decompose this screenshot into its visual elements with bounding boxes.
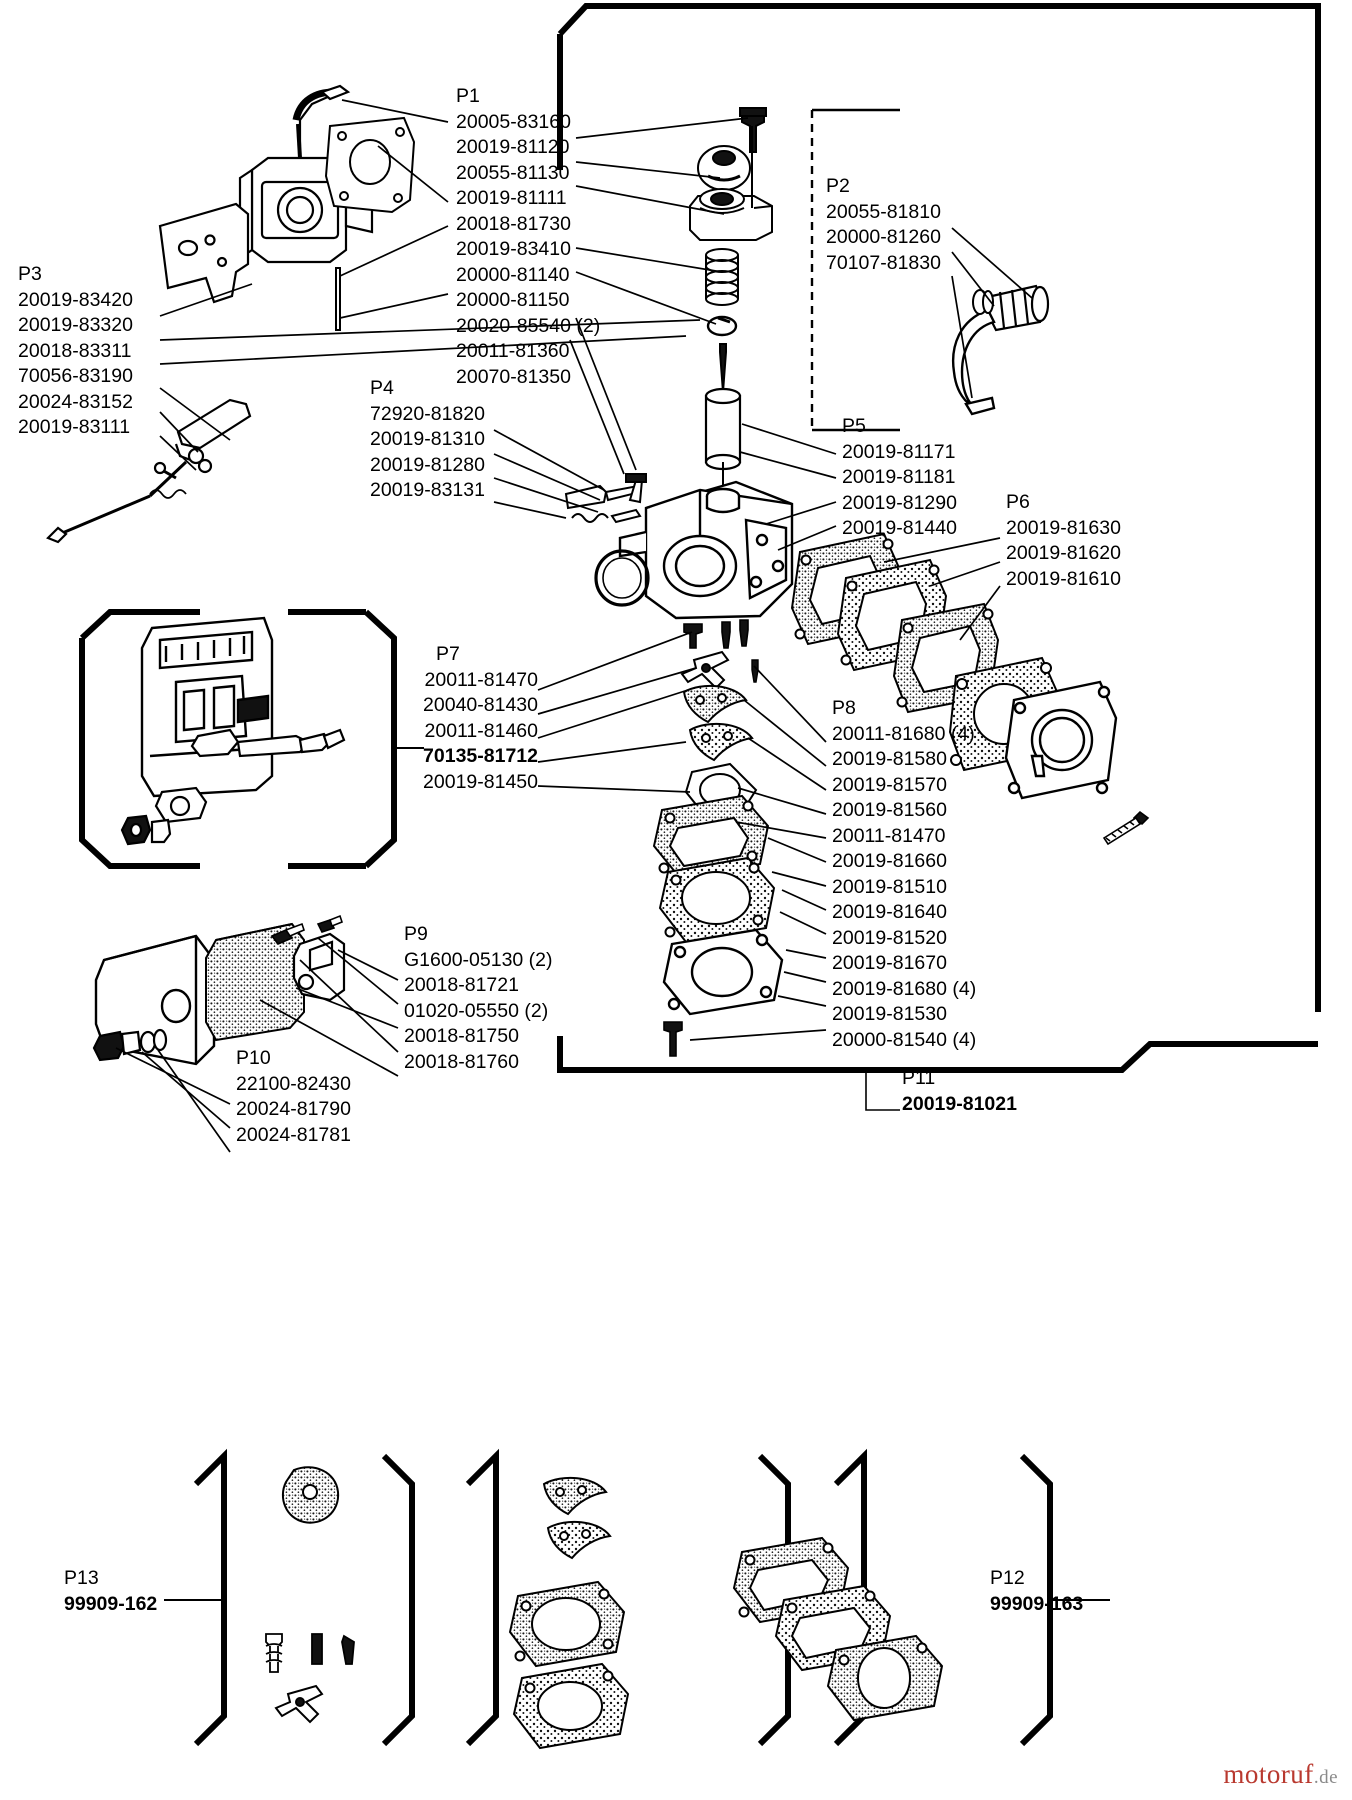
part-number: 20019-81450 <box>423 770 538 793</box>
part-number: 20019-83111 <box>18 416 131 438</box>
part-number: 20019-81120 <box>456 136 570 158</box>
part-number: 20019-81630 <box>1006 516 1121 539</box>
part-number: 20018-81721 <box>404 974 519 996</box>
watermark-brand: motoruf <box>1223 1759 1314 1789</box>
part-number: 20018-81750 <box>404 1025 519 1047</box>
group-p2-label: P2 <box>826 175 850 197</box>
group-p1-label: P1 <box>456 85 480 107</box>
part-number: 22100-82430 <box>236 1072 351 1095</box>
group-p13-label: P13 <box>64 1567 99 1589</box>
group-p4: P4 72920-81820 20019-81310 20019-81280 2… <box>370 376 485 504</box>
part-number: 20019-83320 <box>18 314 133 336</box>
group-p11: P11 20019-81021 <box>902 1066 1017 1117</box>
group-p5-label: P5 <box>842 415 866 437</box>
part-number: 20019-81510 <box>832 875 947 898</box>
group-p9: P9 G1600-05130 (2) 20018-81721 01020-055… <box>404 922 553 1075</box>
group-p3: P3 20019-83420 20019-83320 20018-83311 7… <box>18 262 133 441</box>
group-p10: P10 22100-82430 20024-81790 20024-81781 <box>236 1046 351 1148</box>
part-number: 20019-81670 <box>832 952 947 974</box>
part-number: 20070-81350 <box>456 365 571 388</box>
part-number: 20024-81781 <box>236 1123 351 1146</box>
part-number: 20019-81680 (4) <box>832 977 977 1000</box>
group-p5: P5 20019-81171 20019-81181 20019-81290 2… <box>842 414 957 542</box>
part-number: 01020-05550 (2) <box>404 999 549 1022</box>
part-number: 20019-81440 <box>842 517 957 539</box>
group-p6: P6 20019-81630 20019-81620 20019-81610 <box>1006 490 1121 592</box>
part-number: 20019-81560 <box>832 799 947 821</box>
group-p12: P12 99909-163 <box>990 1566 1083 1617</box>
part-number: 20019-81660 <box>832 850 947 872</box>
group-p4-label: P4 <box>370 377 394 399</box>
part-number: 20019-81280 <box>370 453 485 476</box>
part-number: 20019-81520 <box>832 926 947 949</box>
part-number: 20019-81610 <box>1006 567 1121 590</box>
part-number: 20019-81111 <box>456 187 567 209</box>
kit-number: 99909-162 <box>64 1592 158 1615</box>
watermark-suffix: .de <box>1313 1767 1338 1788</box>
part-number: 20011-81470 <box>424 668 539 691</box>
kit-number: 20019-81021 <box>902 1092 1017 1115</box>
group-p1: P1 20005-83160 20019-81120 20055-81130 2… <box>456 84 600 390</box>
part-number: 20019-83420 <box>18 288 133 311</box>
part-number: 20024-81790 <box>236 1098 351 1120</box>
part-number: 70107-81830 <box>826 251 941 274</box>
part-number: 20000-81540 (4) <box>832 1028 977 1051</box>
group-p6-label: P6 <box>1006 491 1030 513</box>
part-number: 20024-83152 <box>18 390 133 413</box>
part-number: 20019-83410 <box>456 238 571 260</box>
watermark: motoruf.de <box>1223 1759 1338 1790</box>
part-number-kit: 70135-81712 <box>423 745 538 767</box>
part-number: 20019-81171 <box>842 440 956 463</box>
part-number: 20019-81530 <box>832 1003 947 1025</box>
part-number: 20019-81620 <box>1006 542 1121 564</box>
part-number: 20019-81580 <box>832 748 947 770</box>
group-p2: P2 20055-81810 20000-81260 70107-81830 <box>826 174 941 276</box>
part-number: 20018-81730 <box>456 212 571 235</box>
part-number: 20011-81680 (4) <box>832 722 975 745</box>
part-number: 20018-83311 <box>18 339 132 362</box>
part-number: 20000-81150 <box>456 289 570 311</box>
part-number: 72920-81820 <box>370 402 485 425</box>
group-p3-label: P3 <box>18 263 42 285</box>
group-p9-label: P9 <box>404 923 428 945</box>
part-number: 20019-81570 <box>832 773 947 796</box>
group-p10-label: P10 <box>236 1047 271 1069</box>
part-number: 20005-83160 <box>456 110 571 133</box>
part-number: 20011-81460 <box>424 719 539 742</box>
part-number: 70056-83190 <box>18 365 133 387</box>
part-number: G1600-05130 (2) <box>404 948 553 971</box>
part-number: 20019-81181 <box>842 466 956 488</box>
group-p11-label: P11 <box>902 1067 936 1089</box>
group-p12-label: P12 <box>990 1567 1025 1589</box>
part-number: 20000-81140 <box>456 263 570 286</box>
group-p7: P7 20011-81470 20040-81430 20011-81460 7… <box>330 642 538 795</box>
part-number: 20055-81810 <box>826 200 941 223</box>
group-p7-label: P7 <box>436 643 460 665</box>
part-number: 20018-81760 <box>404 1050 519 1073</box>
part-number: 20011-81470 <box>832 824 946 847</box>
part-number: 20020-85540 (2) <box>456 314 601 337</box>
part-number: 20055-81130 <box>456 161 570 184</box>
group-p8-label: P8 <box>832 697 856 719</box>
part-number: 20011-81360 <box>456 340 570 362</box>
part-number: 20019-81640 <box>832 901 947 923</box>
part-number: 20019-81310 <box>370 428 485 450</box>
group-p13: P13 99909-162 <box>64 1566 157 1617</box>
part-number: 20019-83131 <box>370 479 485 501</box>
part-number: 20000-81260 <box>826 226 941 248</box>
part-number: 20040-81430 <box>423 694 538 716</box>
group-p8: P8 20011-81680 (4) 20019-81580 20019-815… <box>832 696 976 1053</box>
part-number: 20019-81290 <box>842 491 957 514</box>
kit-number: 99909-163 <box>990 1592 1084 1615</box>
